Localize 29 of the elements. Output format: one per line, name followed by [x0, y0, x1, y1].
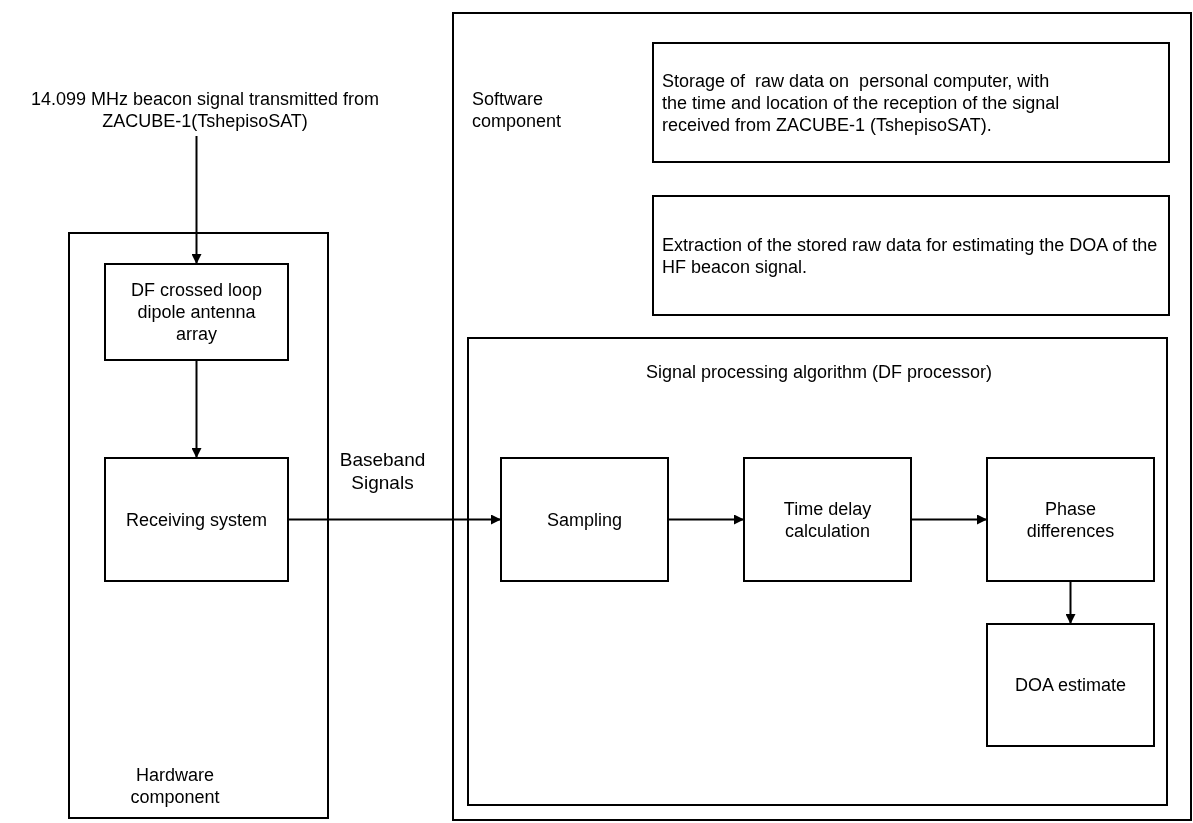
arrow [668, 514, 744, 525]
process-box [104, 263, 289, 361]
process-box [500, 457, 669, 582]
note-box [652, 42, 1170, 163]
note-text: Extraction of the stored raw data for estimating the DOA of the HF beacon signal. [662, 233, 1159, 279]
box-label: Sampling [545, 508, 623, 532]
note-box [652, 195, 1170, 316]
box-label: DOA estimate [1013, 674, 1127, 697]
group-label: Signal processing algorithm (DF processor) [644, 361, 994, 383]
note-text: Storage of raw data on personal computer, with the time and location of the reception of the signal received from ZACUBE-1 (TshepisoSAT). [662, 69, 1061, 137]
process-box [743, 457, 912, 582]
box-label: DF crossed loop dipole antenna array [129, 279, 264, 346]
process-box [986, 623, 1155, 747]
arrow [288, 514, 501, 525]
process-box [104, 457, 289, 582]
process-box [986, 457, 1155, 582]
box-label: Time delay calculation [782, 497, 873, 543]
group-label: Software component [472, 88, 563, 132]
software-group-box [452, 12, 1192, 821]
arrow [191, 360, 202, 458]
processing-group-box [467, 337, 1168, 806]
box-label: Phase differences [1025, 497, 1116, 543]
arrow [1065, 581, 1076, 624]
arrow [911, 514, 987, 525]
signal-source-text: 14.099 MHz beacon signal transmitted from ZACUBE-1(TshepisoSAT) [29, 88, 381, 132]
hardware-group-box [68, 232, 329, 819]
arrow [191, 135, 202, 264]
box-label: Receiving system [124, 508, 268, 532]
group-label: Hardware component [129, 764, 221, 808]
